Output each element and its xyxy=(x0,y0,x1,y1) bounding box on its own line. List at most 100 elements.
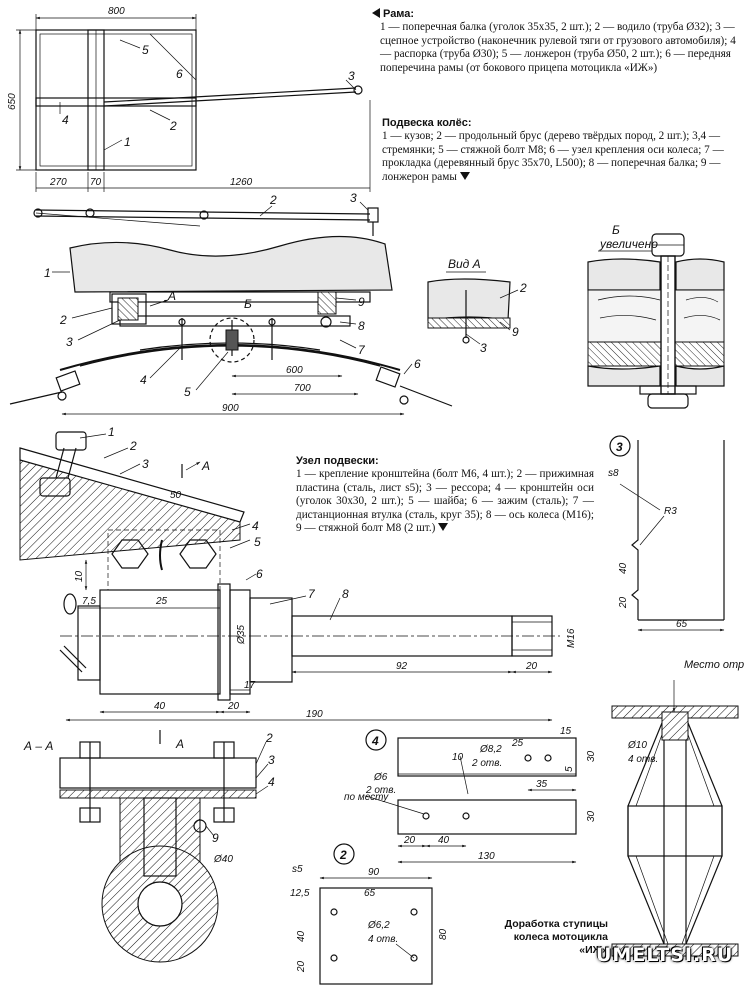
hub-cut-place: Место отреза xyxy=(684,659,744,671)
unit-dim-20b: 20 xyxy=(227,701,240,712)
aa-callout-2: 2 xyxy=(265,731,273,745)
unit-callout-6: 6 xyxy=(256,567,263,581)
frame-callout-2: 2 xyxy=(169,119,177,133)
part4-holes-2b: 2 отв. xyxy=(365,785,396,796)
wheel-suspension-notes-title: Подвеска колёс: xyxy=(382,117,472,129)
hub-cut-label: Место отреза xyxy=(684,659,744,671)
viewa-callout-2: 2 xyxy=(519,281,527,295)
part2-number: 2 xyxy=(339,848,347,862)
unit-callout-3: 3 xyxy=(142,457,149,471)
susp-callout-9: 9 xyxy=(358,295,365,309)
unit-dim-17: 17 xyxy=(244,680,256,691)
part4-po-mestu: по месту xyxy=(344,792,389,803)
side-callout-2: 2 xyxy=(269,193,277,207)
part4-number: 4 xyxy=(371,734,379,748)
part4-dim-130: 130 xyxy=(478,851,495,862)
susp-callout-4: 4 xyxy=(140,373,147,387)
unit-callout-1: 1 xyxy=(108,425,115,439)
frame-callout-4: 4 xyxy=(62,113,69,127)
part2-dim-80: 80 xyxy=(438,928,449,940)
susp-callout-8: 8 xyxy=(358,319,365,333)
frame-side-view: 2 3 xyxy=(33,191,379,236)
dim-frame-width: 800 xyxy=(108,6,125,17)
frame-plan-view: 800 650 270 70 1260 1 2 3 4 5 6 xyxy=(7,6,371,192)
side-callout-3: 3 xyxy=(350,191,357,205)
part2-dim-d6-2: Ø6,2 xyxy=(367,920,390,931)
unit-dim-d35: Ø35 xyxy=(236,625,247,645)
frame-callout-5: 5 xyxy=(142,43,149,57)
dim-1260: 1260 xyxy=(230,177,253,188)
arrow-down-icon xyxy=(459,171,470,180)
part-4-drawing: 4 15 25 Ø8,2 2 отв. 30 5 10 35 Ø6 2 отв.… xyxy=(344,726,597,864)
unit-dim-40: 40 xyxy=(154,701,166,712)
susp-callout-6: 6 xyxy=(414,357,421,371)
frame-notes-text: 1 — поперечная балка (уголок 35х35, 2 шт… xyxy=(380,21,736,74)
suspension-unit-notes-text: 1 — крепление кронштейна (болт М6, 4 шт.… xyxy=(296,468,594,535)
part2-dim-65: 65 xyxy=(364,888,376,899)
section-aa-drawing: А – А А 9 Ø40 2 3 4 xyxy=(23,730,275,963)
part4-dim-40: 40 xyxy=(438,835,450,846)
dim-700: 700 xyxy=(294,383,311,394)
viewa-callout-9: 9 xyxy=(512,325,519,339)
part4-dim-25: 25 xyxy=(511,738,524,749)
susp-callout-2: 2 xyxy=(59,313,67,327)
part3-number: 3 xyxy=(616,440,623,454)
part2-dim-90: 90 xyxy=(368,867,380,878)
part4-dim-10: 10 xyxy=(452,752,464,763)
part3-dim-40: 40 xyxy=(618,562,629,574)
aa-dia-40: Ø40 xyxy=(213,854,233,865)
aa-callout-4: 4 xyxy=(268,775,275,789)
dim-frame-height: 650 xyxy=(7,93,18,110)
watermark-logo: UMELTSI.RU xyxy=(596,944,734,966)
detail-b-drawing: Б увеличено xyxy=(587,223,725,409)
wheel-suspension-notes: Подвеска колёс: 1 — кузов; 2 — продольны… xyxy=(382,117,738,184)
unit-dim-190: 190 xyxy=(306,709,323,720)
unit-callout-7: 7 xyxy=(308,587,316,601)
part-3-drawing: 3 s8 R3 40 20 65 xyxy=(608,435,725,632)
unit-dim-50: 50 xyxy=(170,490,182,501)
part2-holes-4: 4 отв. xyxy=(368,934,398,945)
susp-callout-3: 3 xyxy=(66,335,73,349)
dim-270: 270 xyxy=(49,177,67,188)
detail-b-title: Б xyxy=(612,223,620,237)
frame-callout-6: 6 xyxy=(176,67,183,81)
view-a-title: Вид А xyxy=(448,257,481,271)
part3-s8: s8 xyxy=(608,468,619,479)
unit-dim-20a: 20 xyxy=(525,661,538,672)
part3-r3: R3 xyxy=(664,506,677,517)
unit-callout-5: 5 xyxy=(254,535,261,549)
unit-section-mark: А xyxy=(201,459,210,473)
unit-dim-7-5: 7,5 xyxy=(82,596,96,607)
view-a-marker: А xyxy=(167,289,176,303)
suspension-assembly-view: А Б 600 700 900 1 2 3 4 5 6 7 8 9 xyxy=(9,235,453,416)
section-aa-mark: А xyxy=(175,737,184,751)
dim-600: 600 xyxy=(286,365,303,376)
unit-callout-2: 2 xyxy=(129,439,137,453)
unit-callout-8: 8 xyxy=(342,587,349,601)
aa-callout-9: 9 xyxy=(212,831,219,845)
unit-dim-92: 92 xyxy=(396,661,408,672)
unit-dim-10: 10 xyxy=(74,570,85,582)
part4-dim-30b: 30 xyxy=(586,810,597,822)
detail-b-marker: Б xyxy=(244,297,252,311)
wheel-suspension-notes-text: 1 — кузов; 2 — продольный брус (дерево т… xyxy=(382,130,724,183)
dim-900: 900 xyxy=(222,403,239,414)
hub-holes-4: 4 отв. xyxy=(628,754,658,765)
arrow-down-icon xyxy=(438,523,449,532)
part3-dim-65: 65 xyxy=(676,619,688,630)
suspension-unit-notes-title: Узел подвески: xyxy=(296,455,379,467)
hub-modification-drawing: Место отреза Ø10 4 отв. xyxy=(611,659,744,957)
unit-dim-m16: М16 xyxy=(566,628,577,648)
detail-b-subtitle: увеличено xyxy=(599,237,658,251)
part4-dim-35: 35 xyxy=(536,779,548,790)
viewa-callout-3: 3 xyxy=(480,341,487,355)
part4-dim-30a: 30 xyxy=(586,750,597,762)
part4-dim-d6: Ø6 xyxy=(373,772,388,783)
part2-dim-12-5: 12,5 xyxy=(290,888,310,899)
unit-dim-25: 25 xyxy=(155,596,168,607)
suspension-unit-notes: Узел подвески: 1 — крепление кронштейна … xyxy=(296,455,594,535)
susp-callout-5: 5 xyxy=(184,385,191,399)
aa-callout-3: 3 xyxy=(268,753,275,767)
part4-dim-5: 5 xyxy=(564,766,575,772)
